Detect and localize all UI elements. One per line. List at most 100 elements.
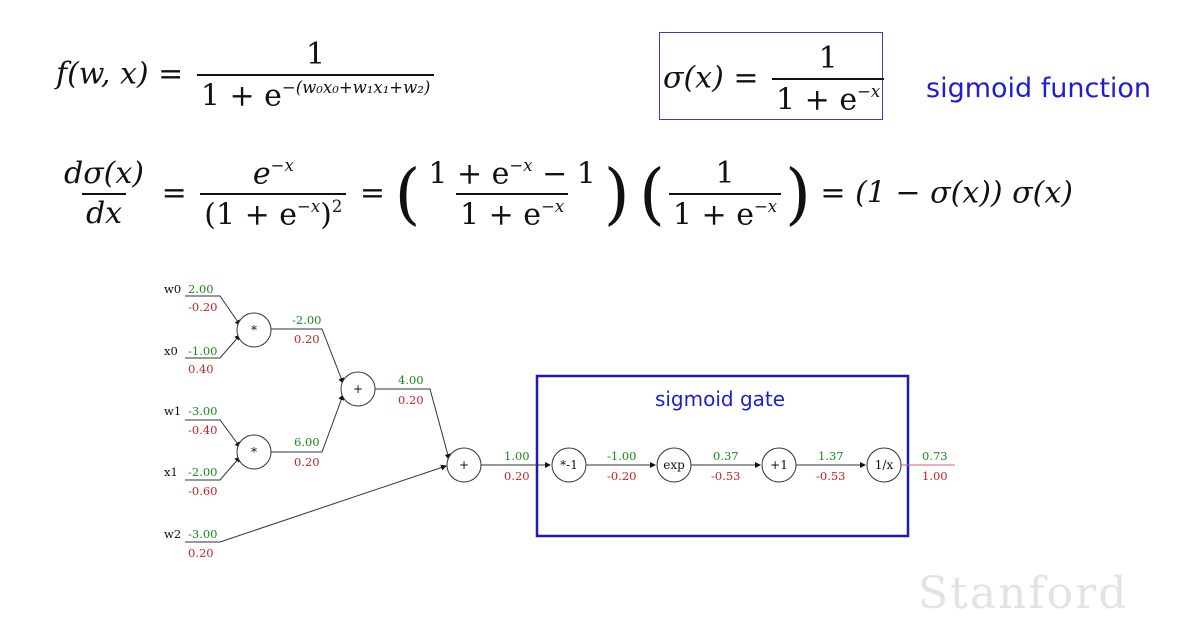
node-add-1-label: + xyxy=(353,382,363,396)
node-inv-label: 1/x xyxy=(875,458,894,472)
deriv-f2-den-base: 1 + e xyxy=(460,197,542,233)
edge-w0 xyxy=(185,295,241,326)
edge-w1 xyxy=(185,419,241,448)
node-plus1 xyxy=(761,447,797,483)
left-paren: ( xyxy=(394,155,421,233)
f-numerator: 1 xyxy=(306,37,326,72)
f-den-base: 1 + e xyxy=(200,78,282,114)
deriv-f1-den-base: (1 + e xyxy=(204,197,298,233)
deriv-fraction-2: 1 + e−x − 1 1 + e−x xyxy=(424,156,600,233)
deriv-f1-den-exp: −x xyxy=(297,197,321,217)
input-w0-forward: 2.00 xyxy=(188,282,214,296)
deriv-f3-denominator: 1 + e−x xyxy=(668,192,782,230)
neg-backward: -0.20 xyxy=(607,469,637,483)
deriv-fraction-3: 1 1 + e−x xyxy=(668,155,782,230)
sigma-den-exponent: −x xyxy=(857,82,881,101)
node-add-2 xyxy=(446,447,482,483)
inv-backward: 1.00 xyxy=(922,469,948,483)
deriv-f2-den-exp: −x xyxy=(541,197,565,217)
f-lhs: f(w, x) = xyxy=(56,56,184,92)
input-name-w2: w2 xyxy=(164,527,181,541)
f-denominator: 1 + e−(w₀x₀+w₁x₁+w₂) xyxy=(196,74,435,114)
sigma-definition-box xyxy=(659,32,883,120)
graph-nodes xyxy=(236,312,902,483)
input-name-w0: w0 xyxy=(164,282,181,296)
add-2-forward: 1.00 xyxy=(504,449,530,463)
input-w1-backward: -0.40 xyxy=(188,423,218,437)
sigmoid-function-label: sigmoid function xyxy=(926,73,1152,104)
input-w0-backward: -0.20 xyxy=(188,300,218,314)
input-w2-forward: -3.00 xyxy=(188,527,218,541)
deriv-f1-denominator: (1 + e−x)2 xyxy=(200,193,347,233)
input-x1-backward: -0.60 xyxy=(188,484,218,498)
right-paren: ) xyxy=(603,155,630,233)
node-mul-1-label: * xyxy=(251,323,257,337)
deriv-rhs: (1 − σ(x)) σ(x) xyxy=(855,175,1073,211)
node-plus1-label: +1 xyxy=(770,458,788,472)
deriv-lhs-denominator: dx xyxy=(81,193,127,229)
add-1-backward: 0.20 xyxy=(398,393,424,407)
mul-1-backward: 0.20 xyxy=(294,332,320,346)
edge-x1 xyxy=(185,456,241,481)
right-paren: ) xyxy=(785,155,811,233)
deriv-f2-numerator: 1 + e−x − 1 xyxy=(424,156,600,193)
deriv-f1-den-square: 2 xyxy=(331,197,343,217)
edge-mul2-add1 xyxy=(271,394,345,453)
node-neg-label: *-1 xyxy=(560,458,578,472)
node-add-2-label: + xyxy=(459,458,469,472)
graph-edges xyxy=(185,295,955,543)
input-name-x1: x1 xyxy=(164,465,178,479)
node-exp xyxy=(656,447,692,483)
computational-graph: sigmoid gate xyxy=(164,282,955,560)
node-mul-1 xyxy=(236,312,272,348)
input-names: w0 x0 w1 x1 w2 xyxy=(164,282,181,541)
node-mul-2-label: * xyxy=(251,445,257,459)
node-add-1 xyxy=(340,371,376,407)
sigma-lhs: σ(x) = xyxy=(663,60,759,96)
f-fraction: 1 1 + e−(w₀x₀+w₁x₁+w₂) xyxy=(196,37,435,114)
add-2-backward: 0.20 xyxy=(504,469,530,483)
input-name-x0: x0 xyxy=(164,344,178,358)
equals-sign: = xyxy=(161,175,187,211)
deriv-f1-numerator: e−x xyxy=(249,156,298,193)
f-den-exponent: −(w₀x₀+w₁x₁+w₂) xyxy=(281,78,431,97)
input-w1-forward: -3.00 xyxy=(188,404,218,418)
deriv-f1-den-close: ) xyxy=(320,197,332,233)
plus1-forward: 1.37 xyxy=(818,449,844,463)
mul-1-forward: -2.00 xyxy=(292,313,322,327)
deriv-f3-numerator: 1 xyxy=(715,155,735,191)
deriv-lhs-numerator: dσ(x) xyxy=(64,156,145,192)
deriv-f2-num-exp: −x xyxy=(509,156,533,175)
edge-w2-add2 xyxy=(185,464,447,543)
mul-2-forward: 6.00 xyxy=(294,435,320,449)
input-w2-backward: 0.20 xyxy=(188,546,214,560)
left-paren: ( xyxy=(639,155,665,233)
stanford-watermark: Stanford xyxy=(918,568,1129,619)
input-x0-forward: -1.00 xyxy=(188,344,218,358)
plus1-backward: -0.53 xyxy=(816,469,846,483)
equals-sign: = xyxy=(820,175,846,211)
node-inv xyxy=(866,447,902,483)
node-labels: * * + + *-1 exp +1 1/x xyxy=(251,323,893,472)
neg-forward: -1.00 xyxy=(607,449,637,463)
node-neg xyxy=(551,447,587,483)
equation-f-definition: f(w, x) = 1 1 + e−(w₀x₀+w₁x₁+w₂) xyxy=(56,40,438,111)
add-1-forward: 4.00 xyxy=(398,373,424,387)
deriv-f2-denominator: 1 + e−x xyxy=(456,193,569,233)
sigmoid-gate-box xyxy=(535,374,910,538)
mul-2-backward: 0.20 xyxy=(294,455,320,469)
input-values: 2.00 -0.20 -1.00 0.40 -3.00 -0.40 -2.00 … xyxy=(188,282,218,560)
edge-add1-add2 xyxy=(375,388,451,460)
equation-sigma-definition: σ(x) = 1 1 + e−x xyxy=(663,44,888,115)
deriv-f2-num-b: − 1 xyxy=(532,156,596,192)
deriv-fraction-1: e−x (1 + e−x)2 xyxy=(200,156,347,233)
deriv-f1-num-exp: −x xyxy=(270,156,294,175)
input-name-w1: w1 xyxy=(164,404,181,418)
sigma-fraction: 1 1 + e−x xyxy=(772,44,885,115)
sigma-denominator: 1 + e−x xyxy=(772,78,885,115)
edge-x0 xyxy=(185,334,241,359)
node-output-values: -2.00 0.20 6.00 0.20 4.00 0.20 1.00 0.20… xyxy=(292,313,948,483)
deriv-f3-den-exp: −x xyxy=(753,196,778,216)
edge-mul1-add1 xyxy=(271,328,344,384)
inv-forward: 0.73 xyxy=(922,449,948,463)
